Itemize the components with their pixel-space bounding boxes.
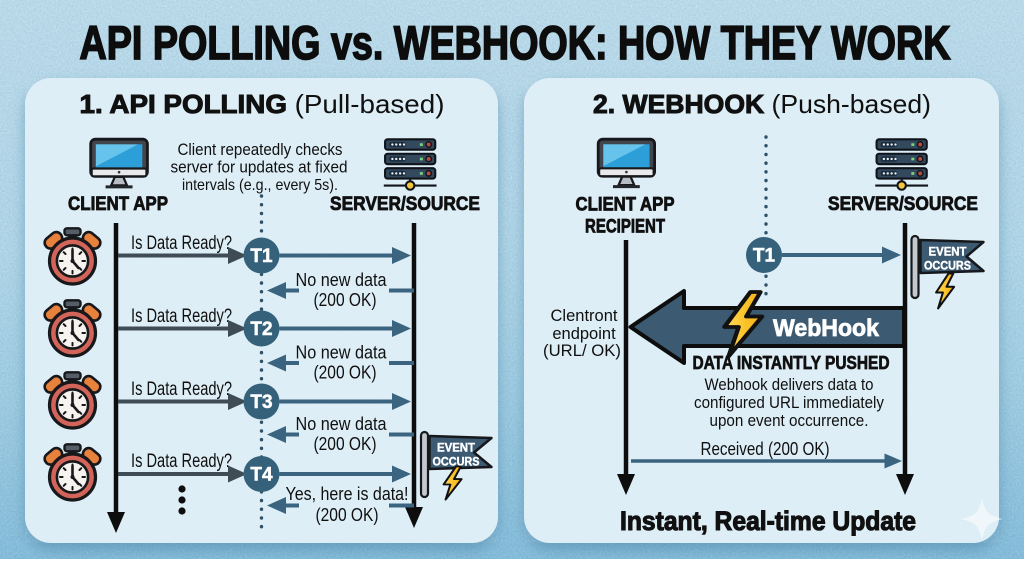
svg-text:No new data: No new data — [296, 270, 388, 290]
svg-text:SERVER/SOURCE: SERVER/SOURCE — [330, 193, 480, 215]
svg-text:EVENT: EVENT — [929, 247, 967, 259]
svg-text:configured URL immediately: configured URL immediately — [694, 394, 885, 412]
svg-text:endpoint: endpoint — [552, 325, 616, 343]
svg-text:Yes, here is data!: Yes, here is data! — [286, 484, 409, 504]
svg-text:Clentront: Clentront — [551, 307, 618, 325]
svg-text:OCCURS: OCCURS — [433, 457, 480, 469]
svg-text:T1: T1 — [753, 246, 776, 267]
svg-text:DATA INSTANTLY PUSHED: DATA INSTANTLY PUSHED — [693, 353, 890, 373]
svg-text:T3: T3 — [250, 392, 272, 413]
svg-text:EVENT: EVENT — [437, 443, 475, 455]
svg-text:1. API POLLING (Pull-based): 1. API POLLING (Pull-based) — [80, 89, 445, 119]
svg-text:T1: T1 — [250, 246, 273, 267]
svg-text:upon event occurrence.: upon event occurrence. — [710, 412, 869, 430]
svg-text:Is Data Ready?: Is Data Ready? — [131, 451, 232, 472]
svg-text:server for updates at fixed: server for updates at fixed — [171, 159, 348, 177]
svg-text:2. WEBHOOK (Push-based): 2. WEBHOOK (Push-based) — [593, 89, 931, 119]
svg-text:(URL/ OK): (URL/ OK) — [543, 342, 621, 360]
svg-text:Instant, Real-time Update: Instant, Real-time Update — [620, 506, 916, 536]
svg-text:intervals (e.g., every 5s).: intervals (e.g., every 5s). — [182, 177, 338, 194]
svg-text:(200 OK): (200 OK) — [314, 363, 377, 383]
svg-text:CLIENT APP: CLIENT APP — [576, 194, 675, 216]
svg-text:RECIPIENT: RECIPIENT — [585, 216, 665, 238]
svg-text:Client repeatedly checks: Client repeatedly checks — [178, 141, 343, 159]
svg-text:(200 OK): (200 OK) — [314, 290, 377, 310]
svg-text:Is Data Ready?: Is Data Ready? — [131, 306, 232, 327]
svg-text:No new data: No new data — [296, 414, 388, 434]
svg-text:No new data: No new data — [296, 343, 388, 363]
svg-text:(200 OK): (200 OK) — [316, 505, 379, 525]
svg-text:Is Data Ready?: Is Data Ready? — [131, 233, 232, 254]
svg-text:Webhook delivers data to: Webhook delivers data to — [705, 376, 874, 394]
svg-text:T2: T2 — [250, 319, 272, 340]
svg-text:T4: T4 — [250, 465, 273, 486]
svg-text:API POLLING vs. WEBHOOK: HOW T: API POLLING vs. WEBHOOK: HOW THEY WORK — [80, 16, 951, 69]
svg-text:WebHook: WebHook — [773, 315, 879, 342]
svg-text:OCCURS: OCCURS — [924, 261, 971, 273]
svg-text:CLIENT APP: CLIENT APP — [68, 193, 168, 215]
svg-text:Received (200 OK): Received (200 OK) — [701, 439, 830, 459]
svg-text:SERVER/SOURCE: SERVER/SOURCE — [828, 193, 978, 215]
svg-text:(200 OK): (200 OK) — [314, 434, 377, 454]
svg-text:Is Data Ready?: Is Data Ready? — [131, 379, 232, 400]
